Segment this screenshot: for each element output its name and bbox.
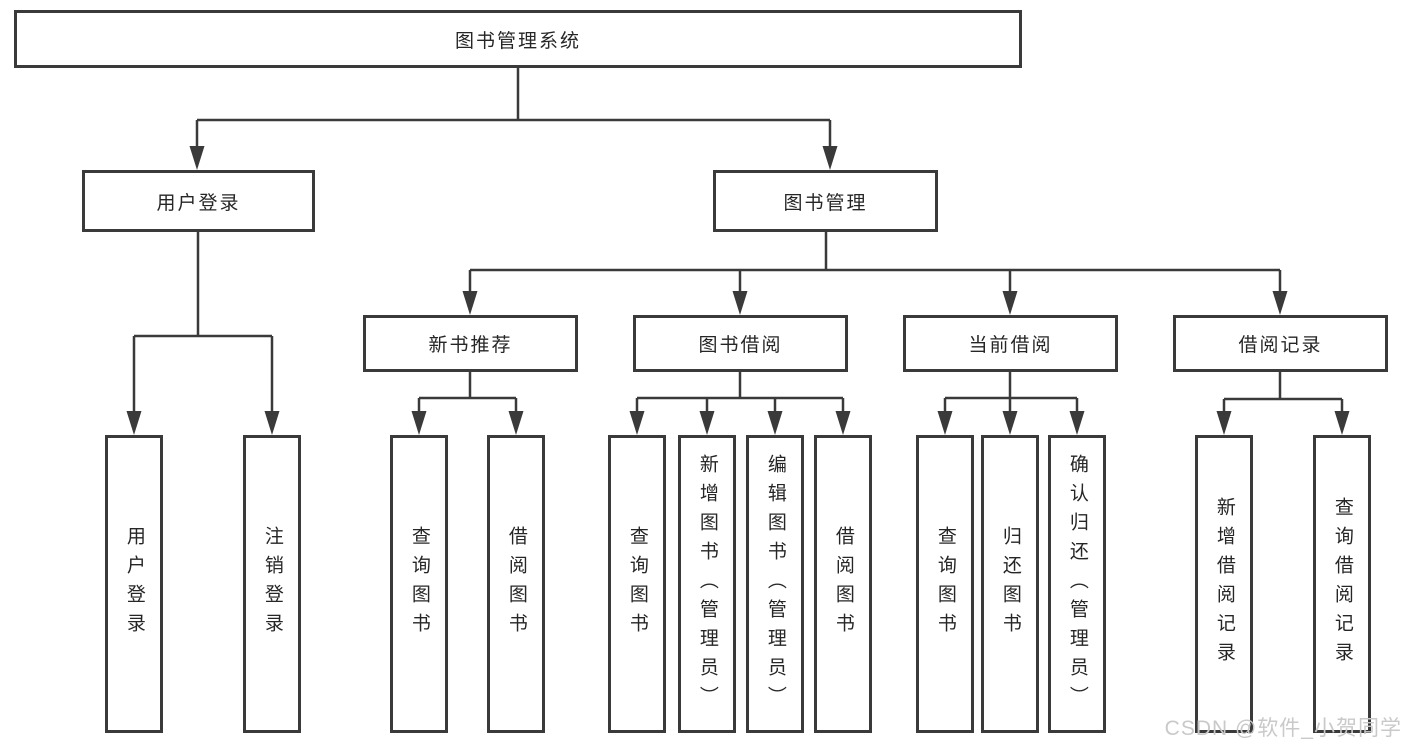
- arrowheads: [126, 146, 1350, 435]
- node-label: 新增借阅记录: [1213, 497, 1235, 671]
- node-label: 借阅记录: [1238, 335, 1323, 356]
- node-book-management: 图书管理: [713, 170, 938, 232]
- node-label: 图书借阅: [698, 335, 783, 356]
- node-label: 查询图书: [934, 526, 956, 642]
- leaf-query-books-recommend: 查询图书: [390, 435, 448, 733]
- connector-lines: [132, 68, 1344, 415]
- node-label: 查询图书: [408, 526, 430, 642]
- node-library-management-system: 图书管理系统: [14, 10, 1022, 68]
- leaf-borrow-books-borrowing: 借阅图书: [814, 435, 872, 733]
- node-label: 图书管理: [783, 192, 868, 214]
- node-label: 查询图书: [626, 526, 648, 642]
- leaf-return-books: 归还图书: [981, 435, 1039, 733]
- leaf-query-borrow-record: 查询借阅记录: [1313, 435, 1371, 733]
- node-label: 新增图书（管理员）: [696, 453, 718, 715]
- node-current-borrowing: 当前借阅: [903, 315, 1118, 372]
- node-label: 编辑图书（管理员）: [764, 453, 786, 715]
- node-book-borrowing: 图书借阅: [633, 315, 848, 372]
- node-label: 注销登录: [261, 526, 283, 642]
- node-label: 确认归还（管理员）: [1066, 453, 1088, 715]
- node-label: 借阅图书: [832, 526, 854, 642]
- node-label: 用户登录: [123, 526, 145, 642]
- node-label: 当前借阅: [968, 335, 1053, 356]
- node-label: 借阅图书: [505, 526, 527, 642]
- csdn-watermark: CSDN @软件_小贺同学: [1164, 717, 1402, 740]
- leaf-query-books-borrowing: 查询图书: [608, 435, 666, 733]
- leaf-user-login: 用户登录: [105, 435, 163, 733]
- node-label: 归还图书: [999, 526, 1021, 642]
- leaf-add-borrow-record: 新增借阅记录: [1195, 435, 1253, 733]
- leaf-borrow-books-recommend: 借阅图书: [487, 435, 545, 733]
- leaf-confirm-return-admin: 确认归还（管理员）: [1048, 435, 1106, 733]
- node-label: 查询借阅记录: [1331, 497, 1353, 671]
- node-label: 图书管理系统: [454, 30, 581, 52]
- node-new-book-recommend: 新书推荐: [363, 315, 578, 372]
- leaf-add-books-admin: 新增图书（管理员）: [678, 435, 736, 733]
- node-user-login: 用户登录: [82, 170, 315, 232]
- node-borrowing-records: 借阅记录: [1173, 315, 1388, 372]
- leaf-edit-books-admin: 编辑图书（管理员）: [746, 435, 804, 733]
- leaf-logout: 注销登录: [243, 435, 301, 733]
- node-label: 用户登录: [156, 192, 241, 214]
- leaf-query-books-current: 查询图书: [916, 435, 974, 733]
- node-label: 新书推荐: [428, 335, 513, 356]
